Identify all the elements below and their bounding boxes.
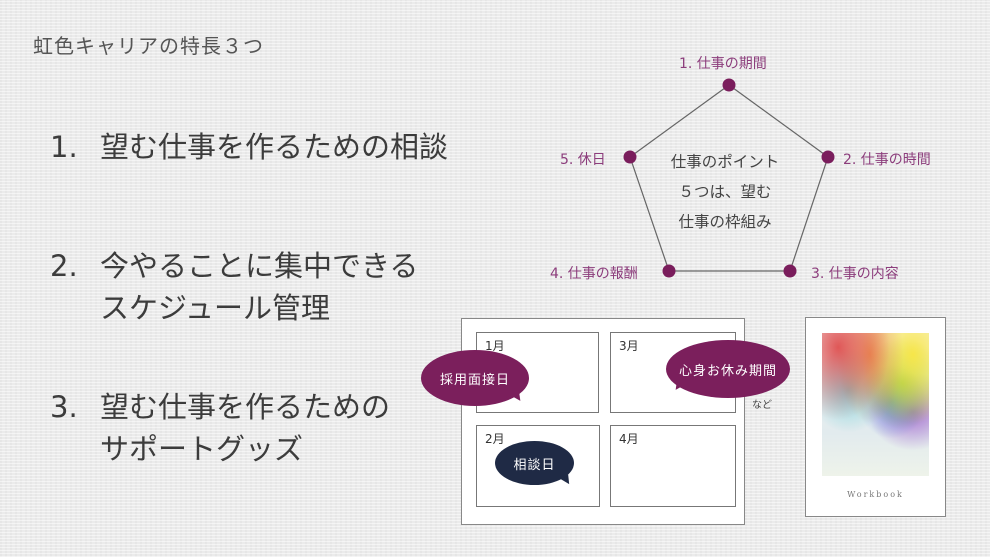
feature-text: スケジュール管理 [100,291,330,325]
point-label: 1. 仕事の期間 [679,56,767,72]
pentagon-dot [821,150,835,164]
feature-text: 望む仕事を作るための [100,390,391,424]
schedule-calendar: 1月 3月 2月 4月 [461,318,745,525]
slide-title: 虹色キャリアの特長３つ [33,34,264,58]
pentagon-dot [623,150,637,164]
center-line: 仕事の枠組み [678,213,772,231]
feature-number: 1. [50,130,78,164]
pentagon-outline [629,84,829,272]
pentagon-dot [783,264,797,278]
month-label: 4月 [619,432,639,446]
center-line: 仕事のポイント [670,153,780,171]
month-label: 2月 [485,432,505,446]
month-label: 1月 [485,339,505,353]
feature-number: 2. [50,249,78,283]
workbook-label: Workbook [847,490,904,499]
rainbow-image [822,333,929,476]
point-label: 2. 仕事の時間 [843,152,931,168]
interview-bubble: 採用面接日 [421,350,529,406]
feature-text: 望む仕事を作るための相談 [100,130,449,164]
feature-text: 今やることに集中できる [100,249,419,283]
point-label: 5. 休日 [560,152,606,168]
pentagon-center-text: 仕事のポイント ５つは、望む 仕事の枠組み [655,147,795,237]
feature-number: 3. [50,390,78,424]
consult-bubble: 相談日 [495,441,574,485]
month-label: 3月 [619,339,639,353]
etc-note: など [752,400,772,411]
center-line: ５つは、望む [678,183,772,201]
workbook-cover: Workbook [805,317,946,517]
point-label: 3. 仕事の内容 [811,266,899,282]
pentagon-dot [722,78,736,92]
rest-bubble: 心身お休み期間 [666,340,790,398]
point-label: 4. 仕事の報酬 [550,266,638,282]
pentagon-dot [662,264,676,278]
month-cell: 4月 [610,425,736,507]
feature-text: サポートグッズ [100,432,304,466]
